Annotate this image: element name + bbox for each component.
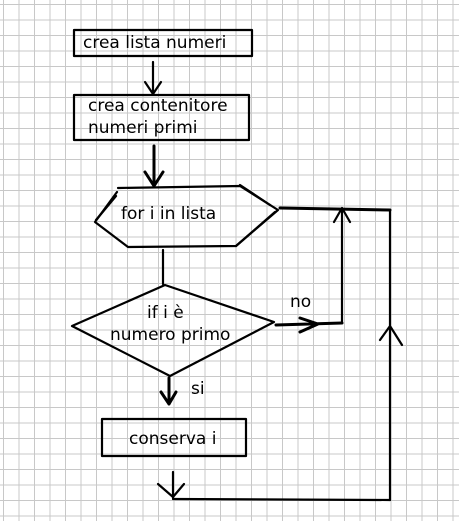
no-edge-label: no: [290, 292, 312, 312]
loop-label: for i in lista: [121, 204, 217, 224]
decision-diamond: [70, 283, 276, 378]
loop-hexagon-sketch: [94, 183, 277, 248]
no-return-vertical: [332, 206, 352, 325]
create-container-box: [72, 93, 251, 142]
decision-label-line2: numero primo: [110, 325, 231, 345]
keep-label: conserva i: [129, 429, 217, 449]
arrow-container-to-loop: [143, 144, 165, 188]
arrow-list-to-container: [143, 60, 163, 96]
arrow-yes-branch: [159, 376, 178, 406]
keep-box: [100, 417, 248, 458]
create-list-box: [72, 28, 254, 58]
arrow-keep-down: [156, 470, 186, 500]
create-container-label-line2: numeri primi: [88, 118, 198, 138]
decision-label-line1: if i è: [147, 303, 184, 323]
create-container-label-line1: crea contenitore: [88, 96, 228, 116]
loop-return-line: [278, 206, 392, 212]
yes-edge-label: si: [191, 379, 205, 399]
outer-return-vertical: [378, 208, 404, 502]
outer-return-bottom: [171, 497, 392, 502]
create-list-label: crea lista numeri: [83, 33, 227, 53]
arrow-no-branch: [274, 316, 344, 334]
